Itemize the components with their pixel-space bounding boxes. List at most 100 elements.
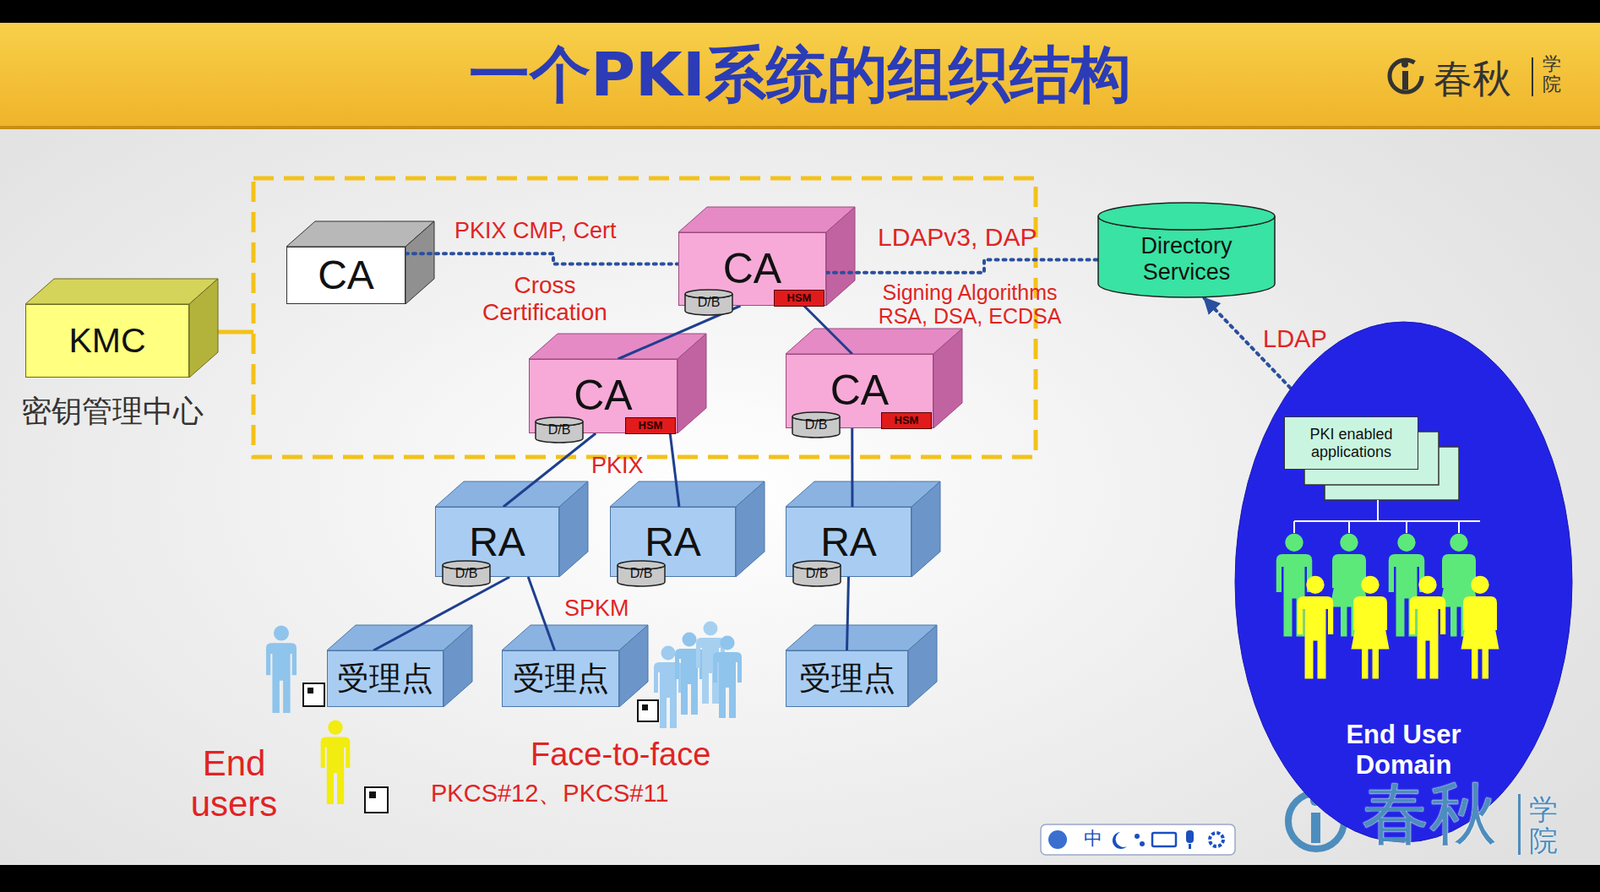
node-caption: 密钥管理中心 [21, 393, 204, 429]
hsm-module: HSM [773, 289, 825, 307]
box-extrusion [678, 206, 855, 306]
box-side-face [189, 278, 218, 378]
cylinder-top [1098, 202, 1275, 230]
box-extrusion [501, 625, 648, 708]
user-figure [321, 720, 351, 805]
smart-card-icon [303, 683, 325, 707]
letterbox-bar [0, 0, 1600, 23]
watermark-text: 学院 [1529, 794, 1558, 858]
box-extrusion [25, 278, 218, 378]
box-side-face [908, 625, 937, 708]
box-extrusion [785, 625, 937, 708]
ime-icon [1048, 830, 1067, 849]
ca-box: CA [286, 246, 406, 305]
database-cylinder: D/B [616, 560, 666, 588]
box-side-face [619, 625, 648, 708]
ca-box: CAD/BHSM [678, 232, 827, 306]
ime-icon [1112, 832, 1127, 849]
protocol-link [405, 253, 679, 264]
user-figure [1297, 576, 1334, 680]
logo-icon [1402, 70, 1409, 90]
note-label: Signing Algorithms RSA, DSA, ECDSA [864, 281, 1076, 328]
protocol-label: LDAPv3, DAP [877, 223, 1037, 253]
user-figure [712, 636, 742, 719]
box-side-face [826, 206, 855, 306]
ra-box: RAD/B [609, 506, 736, 577]
protocol-label: PKIX CMP, Cert [454, 217, 617, 245]
box-extrusion [785, 481, 941, 577]
smart-card-icon [364, 787, 388, 813]
hsm-module: HSM [625, 417, 676, 435]
acceptance-point-box: 受理点 [501, 650, 620, 708]
node-label: Directory Services [1115, 233, 1259, 286]
ra-box: RAD/B [435, 506, 560, 577]
smart-card-chip [369, 791, 376, 799]
hierarchy-line [503, 433, 596, 507]
watermark-icon [1311, 812, 1321, 844]
logo-text: 学院 [1542, 54, 1562, 95]
box-side-face [677, 333, 707, 434]
box-side-face [911, 481, 941, 577]
node-label: RA [468, 518, 526, 566]
watermark-text: 春秋 [1361, 780, 1497, 849]
ime-label: 中 [1083, 827, 1103, 850]
box-side-face [559, 481, 588, 577]
logo-divider [1531, 57, 1534, 97]
tree-line [1294, 520, 1481, 523]
hsm-module: HSM [881, 412, 932, 430]
box-extrusion [528, 333, 707, 434]
database-cylinder: D/B [441, 560, 491, 588]
box-top-face [678, 206, 855, 233]
kmc-box: KMC密钥管理中心 [25, 304, 190, 378]
smart-card-icon [303, 683, 325, 707]
node-label: CA [723, 244, 782, 294]
protocol-label: SPKM [564, 595, 630, 622]
node-label: 受理点 [799, 660, 896, 698]
ra-box: RAD/B [785, 506, 912, 577]
directory-cylinder: Directory Services [1097, 201, 1276, 299]
smart-card-chip [307, 687, 314, 694]
ca-box: CAD/BHSM [528, 359, 678, 434]
hierarchy-line [850, 428, 854, 507]
node-label: RA [644, 518, 702, 566]
ime-icon [1134, 833, 1140, 839]
logo-icon [1389, 59, 1422, 93]
node-label: D/B [697, 294, 721, 311]
note-label: End users [179, 743, 289, 826]
hierarchy-line [669, 433, 680, 507]
node-label: D/B [630, 565, 654, 582]
box-top-face [528, 333, 707, 360]
box-top-face [785, 328, 963, 354]
node-label: D/B [805, 565, 829, 582]
box-side-face [443, 625, 473, 708]
protocol-label: LDAP [1262, 325, 1328, 354]
node-label: D/B [455, 565, 479, 582]
tree-line [1376, 500, 1379, 522]
node-label: D/B [548, 422, 572, 438]
ime-icon [1186, 830, 1194, 844]
node-label: PKI enabled applications [1288, 425, 1415, 461]
ime-icon [1152, 832, 1176, 847]
logo-icon [1401, 60, 1409, 68]
database-cylinder: D/B [791, 411, 841, 439]
title-band-rule [0, 125, 1600, 130]
node-label: 受理点 [337, 660, 434, 698]
hierarchy-line [804, 305, 853, 354]
tree-line [1293, 521, 1296, 534]
node-label: 受理点 [512, 660, 610, 698]
user-figure [1461, 576, 1500, 680]
letterbox-bar [0, 865, 1600, 892]
note-label: PKCS#12、PKCS#11 [430, 779, 670, 808]
box-side-face [735, 481, 765, 577]
tree-line [1405, 521, 1408, 534]
node-label: KMC [68, 321, 146, 361]
smart-card-chip [642, 704, 648, 711]
node-label: HSM [894, 414, 920, 428]
box-side-face [405, 221, 435, 305]
smart-card-icon [637, 700, 659, 722]
database-cylinder: D/B [792, 560, 842, 588]
acceptance-point-box: 受理点 [785, 650, 909, 708]
hierarchy-line [847, 576, 849, 651]
